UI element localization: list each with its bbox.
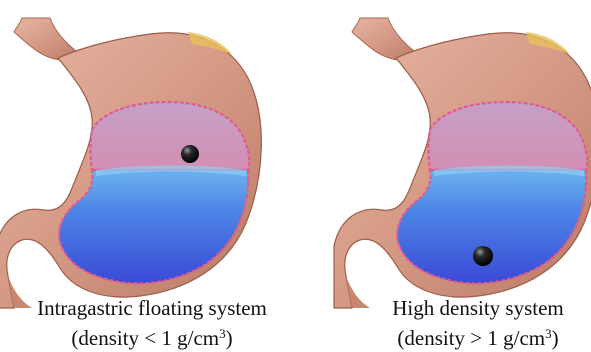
closing-paren: ): [552, 326, 559, 350]
caption-density: (density > 1 g/cm3): [365, 321, 591, 351]
density-text: (density < 1 g/cm: [71, 326, 219, 350]
stomach-diagram-floating: [0, 18, 261, 308]
caption-title: Intragastric floating system: [2, 295, 302, 321]
stomach-diagram-high-density: [334, 18, 591, 308]
density-text: (density > 1 g/cm: [397, 326, 545, 350]
caption-title: High density system: [365, 295, 591, 321]
floating-pill: [181, 145, 199, 163]
closing-paren: ): [226, 326, 233, 350]
sunken-pill: [473, 246, 493, 266]
caption-floating-system: Intragastric floating system (density < …: [2, 295, 302, 351]
caption-high-density-system: High density system (density > 1 g/cm3): [365, 295, 591, 351]
caption-density: (density < 1 g/cm3): [2, 321, 302, 351]
